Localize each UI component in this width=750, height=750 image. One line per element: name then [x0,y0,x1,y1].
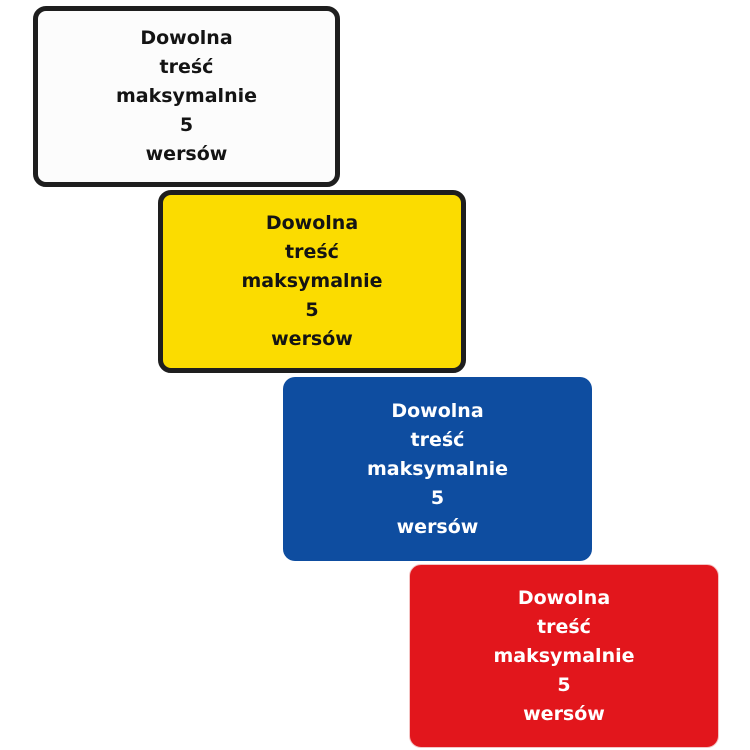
sign-line: treść [159,56,214,78]
sign-line: 5 [557,673,571,696]
sign-red: Dowolna treść maksymalnie 5 wersów [409,564,719,748]
sign-line: 5 [305,299,319,321]
sign-line: Dowolna [140,27,233,49]
sign-yellow: Dowolna treść maksymalnie 5 wersów [158,190,466,373]
sign-blue: Dowolna treść maksymalnie 5 wersów [283,377,592,561]
sign-line: wersów [271,328,353,350]
sign-line: 5 [430,486,445,509]
sign-line: treść [537,615,591,638]
sign-line: maksymalnie [493,644,635,667]
sign-line: treść [285,241,339,263]
sign-line: Dowolna [391,399,484,422]
sign-line: Dowolna [265,212,359,234]
sign-line: wersów [145,143,228,165]
sign-line: Dowolna [517,586,611,609]
sign-line: maksymalnie [115,85,257,107]
sign-line: wersów [523,702,605,725]
sign-line: maksymalnie [241,270,383,292]
sign-white: Dowolna treść maksymalnie 5 wersów [33,6,340,187]
sign-line: wersów [396,515,479,538]
sign-line: 5 [179,114,194,136]
sign-line: treść [410,428,465,451]
sign-line: maksymalnie [366,457,508,480]
